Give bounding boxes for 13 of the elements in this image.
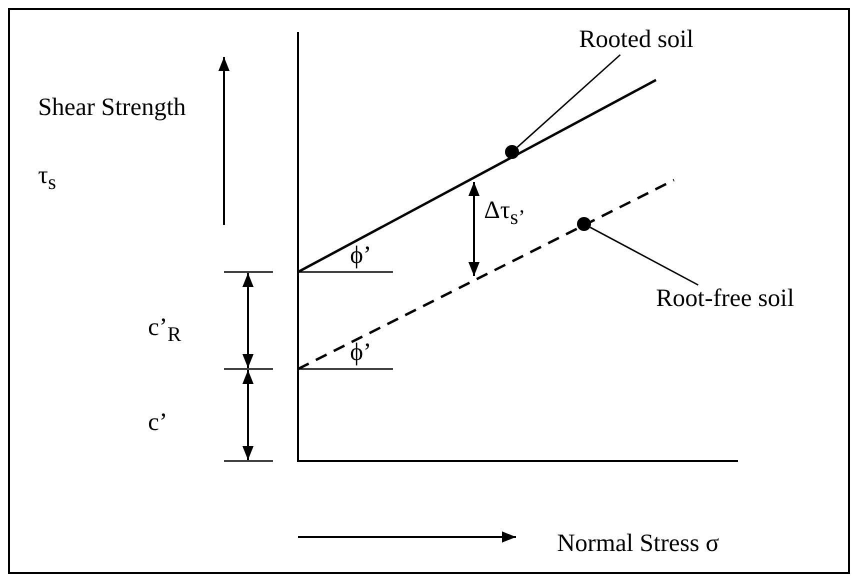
dimension-label: c’$_{R}$	[148, 314, 182, 347]
angle-label: ϕ’	[350, 242, 372, 271]
dimension-label: Δτ$_{s’}$	[484, 197, 526, 230]
axis-label: Normal Stress σ	[557, 530, 720, 559]
callout-label: Rooted soil	[579, 26, 694, 55]
leader-line	[590, 226, 699, 286]
data-point-dot	[505, 145, 519, 159]
axis-label: Shear Strength τ$_{s}$	[38, 93, 187, 196]
data-point-dot	[577, 217, 591, 231]
leader-line	[516, 54, 621, 148]
angle-label: ϕ’	[350, 339, 372, 368]
dimension-label: c’	[148, 409, 168, 438]
callout-label: Root-free soil	[656, 285, 794, 314]
